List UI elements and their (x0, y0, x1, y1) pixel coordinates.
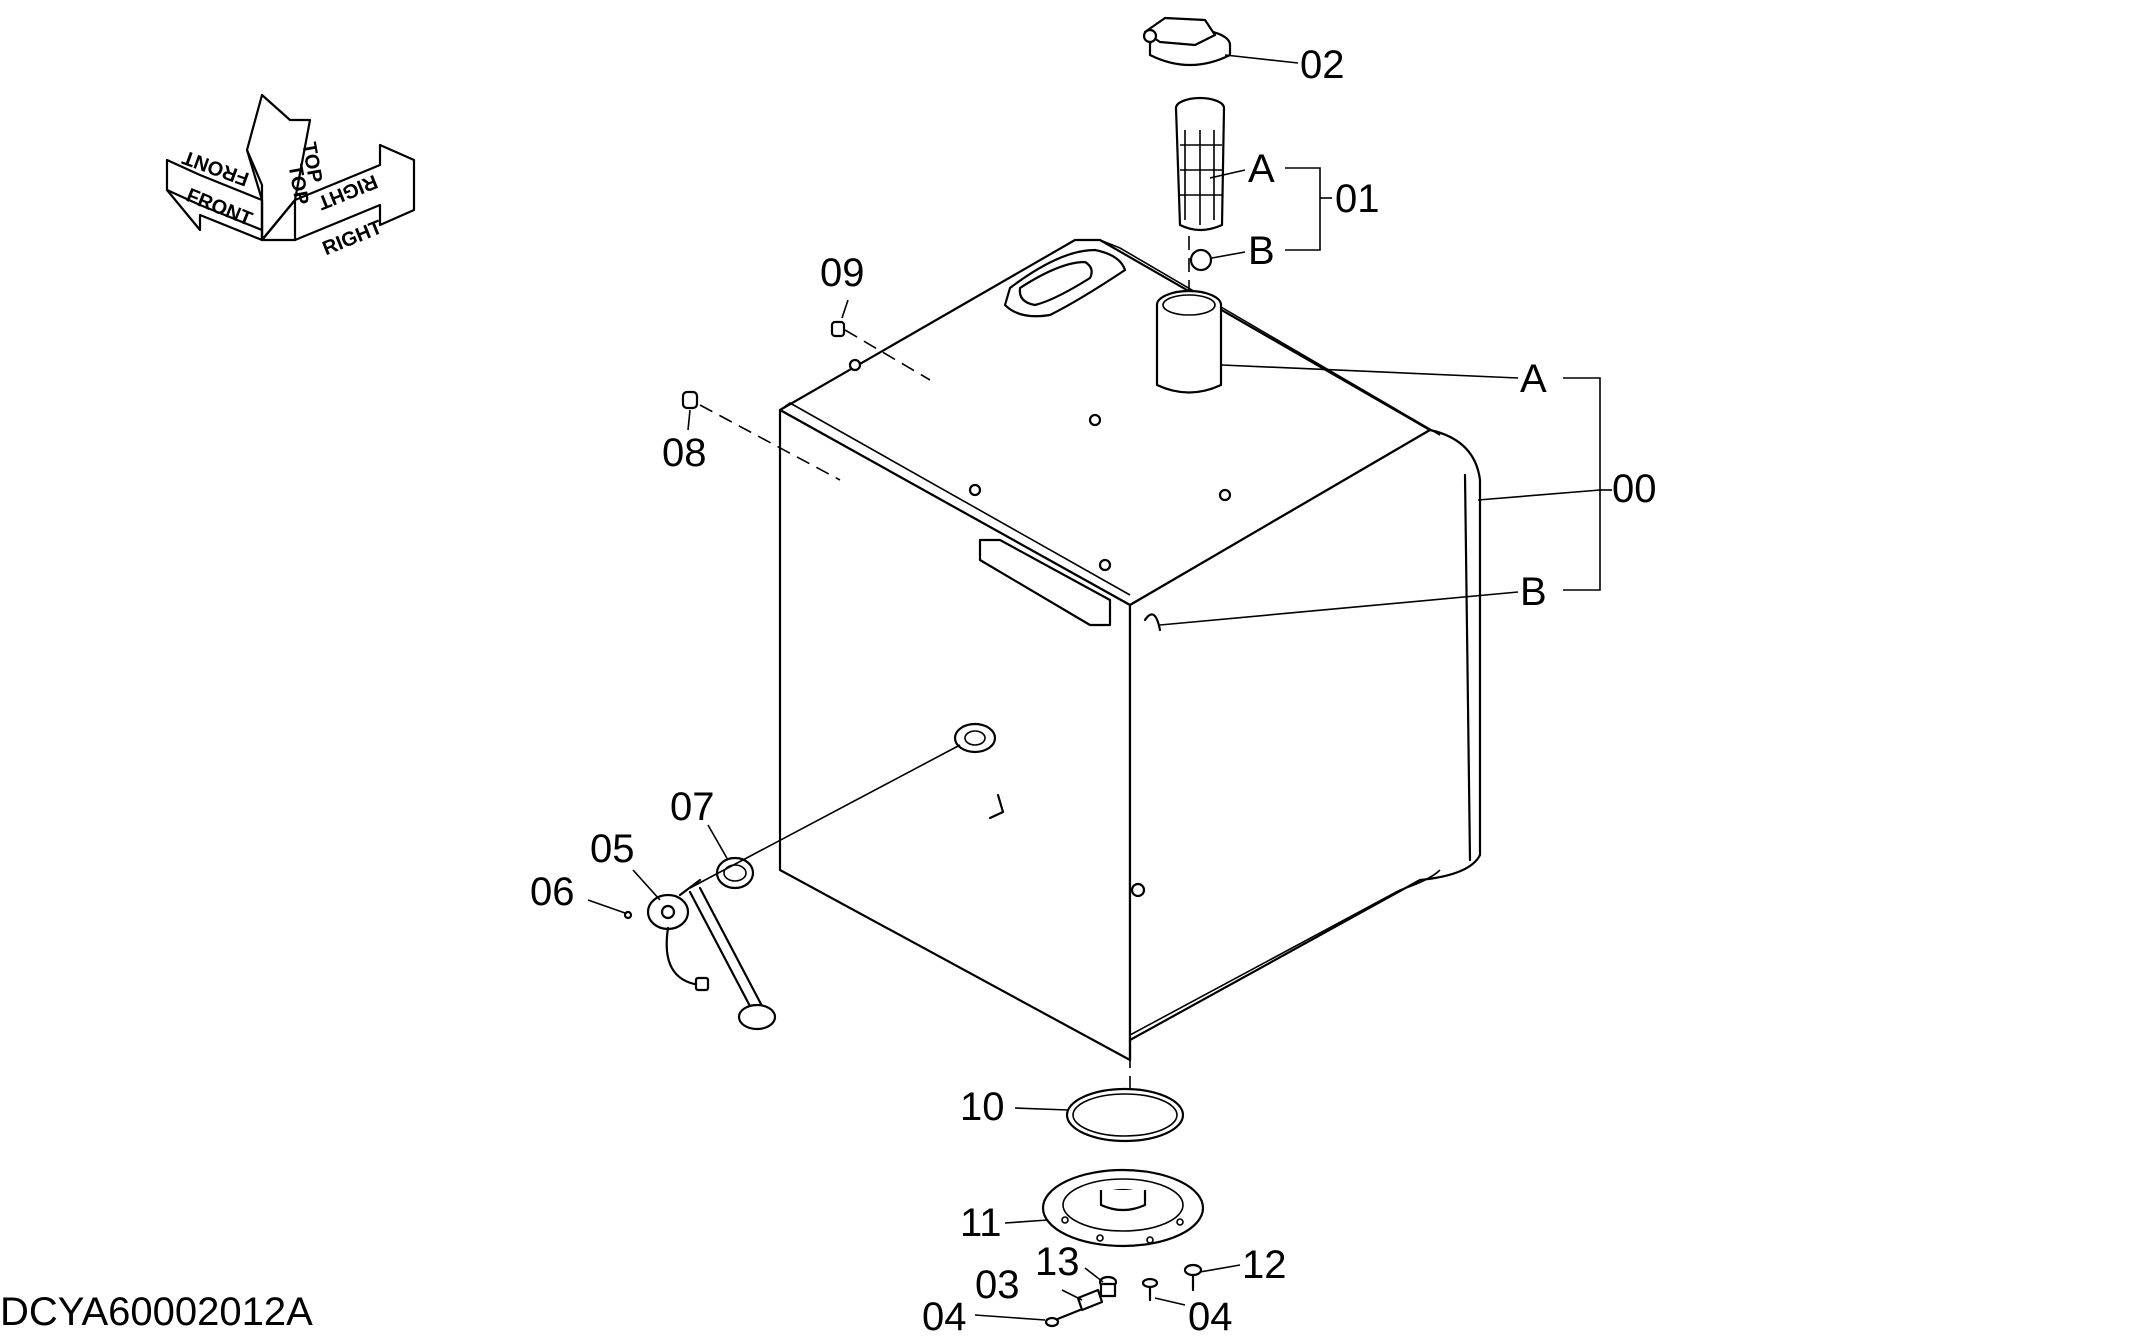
callout-01-sub-a: A (1248, 147, 1275, 191)
part-11-cover-plate (1041, 1168, 1205, 1248)
part-09-plug (830, 320, 846, 338)
callout-09: 09 (820, 251, 865, 295)
callout-05: 05 (590, 827, 635, 871)
fuel-tank (699, 170, 1482, 1140)
part-13-fitting (1098, 1275, 1118, 1298)
callout-00: 00 (1612, 467, 1657, 511)
part-10-o-ring (1065, 1087, 1185, 1143)
part-08-plug (681, 390, 699, 410)
part-01-strainer (1174, 96, 1226, 272)
part-06-screw (623, 910, 633, 920)
drawing-code: DCYA60002012A (0, 1290, 313, 1334)
orientation-indicator: FRONT FRONT TOP TOP RIGHT RIGHT (165, 93, 416, 260)
callout-11: 11 (960, 1201, 1002, 1245)
callout-04-right: 04 (1188, 1295, 1233, 1337)
orientation-front-label-mirror: FRONT (180, 146, 252, 190)
callout-10: 10 (960, 1085, 1005, 1129)
callout-04-left: 04 (922, 1295, 967, 1337)
callout-01-sub-b: B (1248, 229, 1275, 273)
part-03-connector (1076, 1288, 1104, 1312)
callout-07: 07 (670, 785, 715, 829)
part-04-bolt-right (1141, 1277, 1159, 1302)
callout-00-sub-b: B (1520, 570, 1547, 614)
callout-labels: 02 A B 01 09 08 A 00 B 07 05 06 10 11 13… (530, 43, 1657, 1339)
leader-lines (587, 54, 1612, 1321)
callout-13: 13 (1035, 1240, 1080, 1284)
part-07-gasket (689, 744, 961, 890)
callout-03: 03 (975, 1263, 1020, 1307)
callout-12: 12 (1242, 1243, 1287, 1287)
callout-08: 08 (662, 431, 707, 475)
part-12-bolt (1183, 1263, 1203, 1292)
callout-06: 06 (530, 870, 575, 914)
orientation-right-label: RIGHT (320, 216, 386, 260)
callout-02: 02 (1300, 43, 1345, 87)
part-02-cap (1142, 16, 1232, 67)
callout-01: 01 (1335, 177, 1380, 221)
part-05-fuel-sender (646, 878, 777, 1031)
part-04-bolt-left (1044, 1308, 1082, 1328)
callout-00-sub-a: A (1520, 357, 1547, 401)
